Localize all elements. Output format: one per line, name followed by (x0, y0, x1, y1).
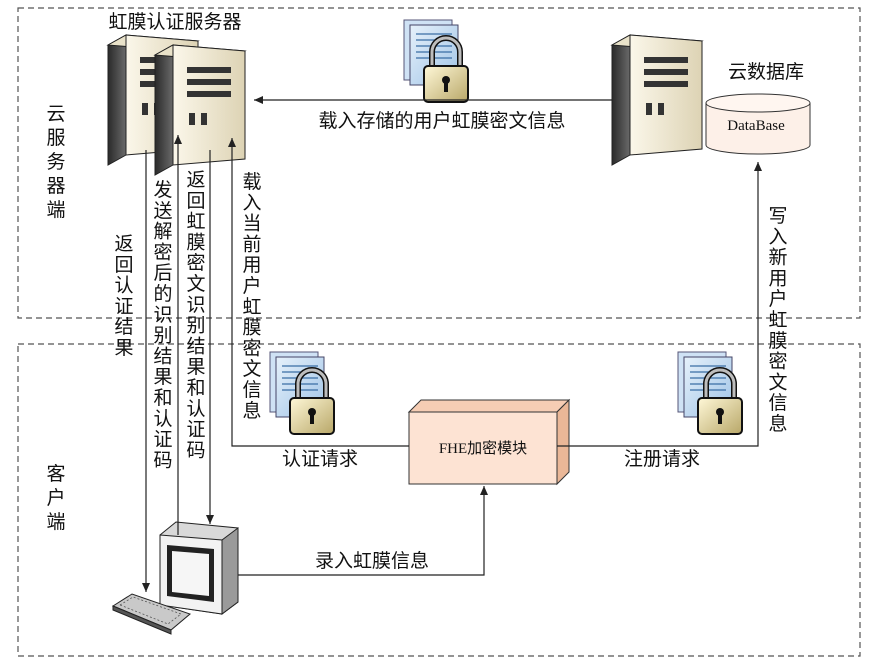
iris-server-label: 虹膜认证服务器 (108, 11, 241, 33)
arrow-load-current (228, 138, 409, 447)
cloud-db-server-icon (611, 34, 703, 166)
client-pc-icon (159, 521, 239, 615)
encrypted-doc-auth-icon (270, 352, 334, 434)
label-auth-request: 认证请求 (282, 448, 358, 470)
client-zone-border (17, 343, 861, 657)
keyboard-icon (111, 593, 191, 635)
label-send-decrypted: 发送解密后的识别结果和认证码 (153, 179, 172, 471)
database-label: DataBase (727, 118, 785, 134)
label-input-iris: 录入虹膜信息 (315, 550, 429, 572)
label-return-auth: 返回认证结果 (114, 233, 133, 359)
arrow-write-new (557, 162, 762, 447)
cloud-zone-border (17, 7, 861, 319)
label-return-cipher: 返回虹膜密文识别结果和认证码 (186, 169, 205, 461)
fhe-module-box (407, 398, 571, 486)
database-cylinder-icon (705, 93, 811, 155)
fhe-module-label: FHE加密模块 (439, 440, 527, 457)
encrypted-doc-top-icon (404, 20, 468, 102)
cloud-db-label: 云数据库 (728, 61, 804, 83)
cloud-zone-label: 云服务器端 (46, 103, 65, 221)
client-zone-label: 客户端 (46, 463, 65, 533)
label-write-new: 写入新用户虹膜密文信息 (768, 205, 787, 435)
label-load-stored: 载入存储的用户虹膜密文信息 (318, 110, 565, 132)
label-load-current: 载入当前用户虹膜密文信息 (242, 171, 261, 422)
arrow-input-iris (238, 486, 488, 576)
label-register-request: 注册请求 (624, 448, 700, 470)
encrypted-doc-register-icon (678, 352, 742, 434)
